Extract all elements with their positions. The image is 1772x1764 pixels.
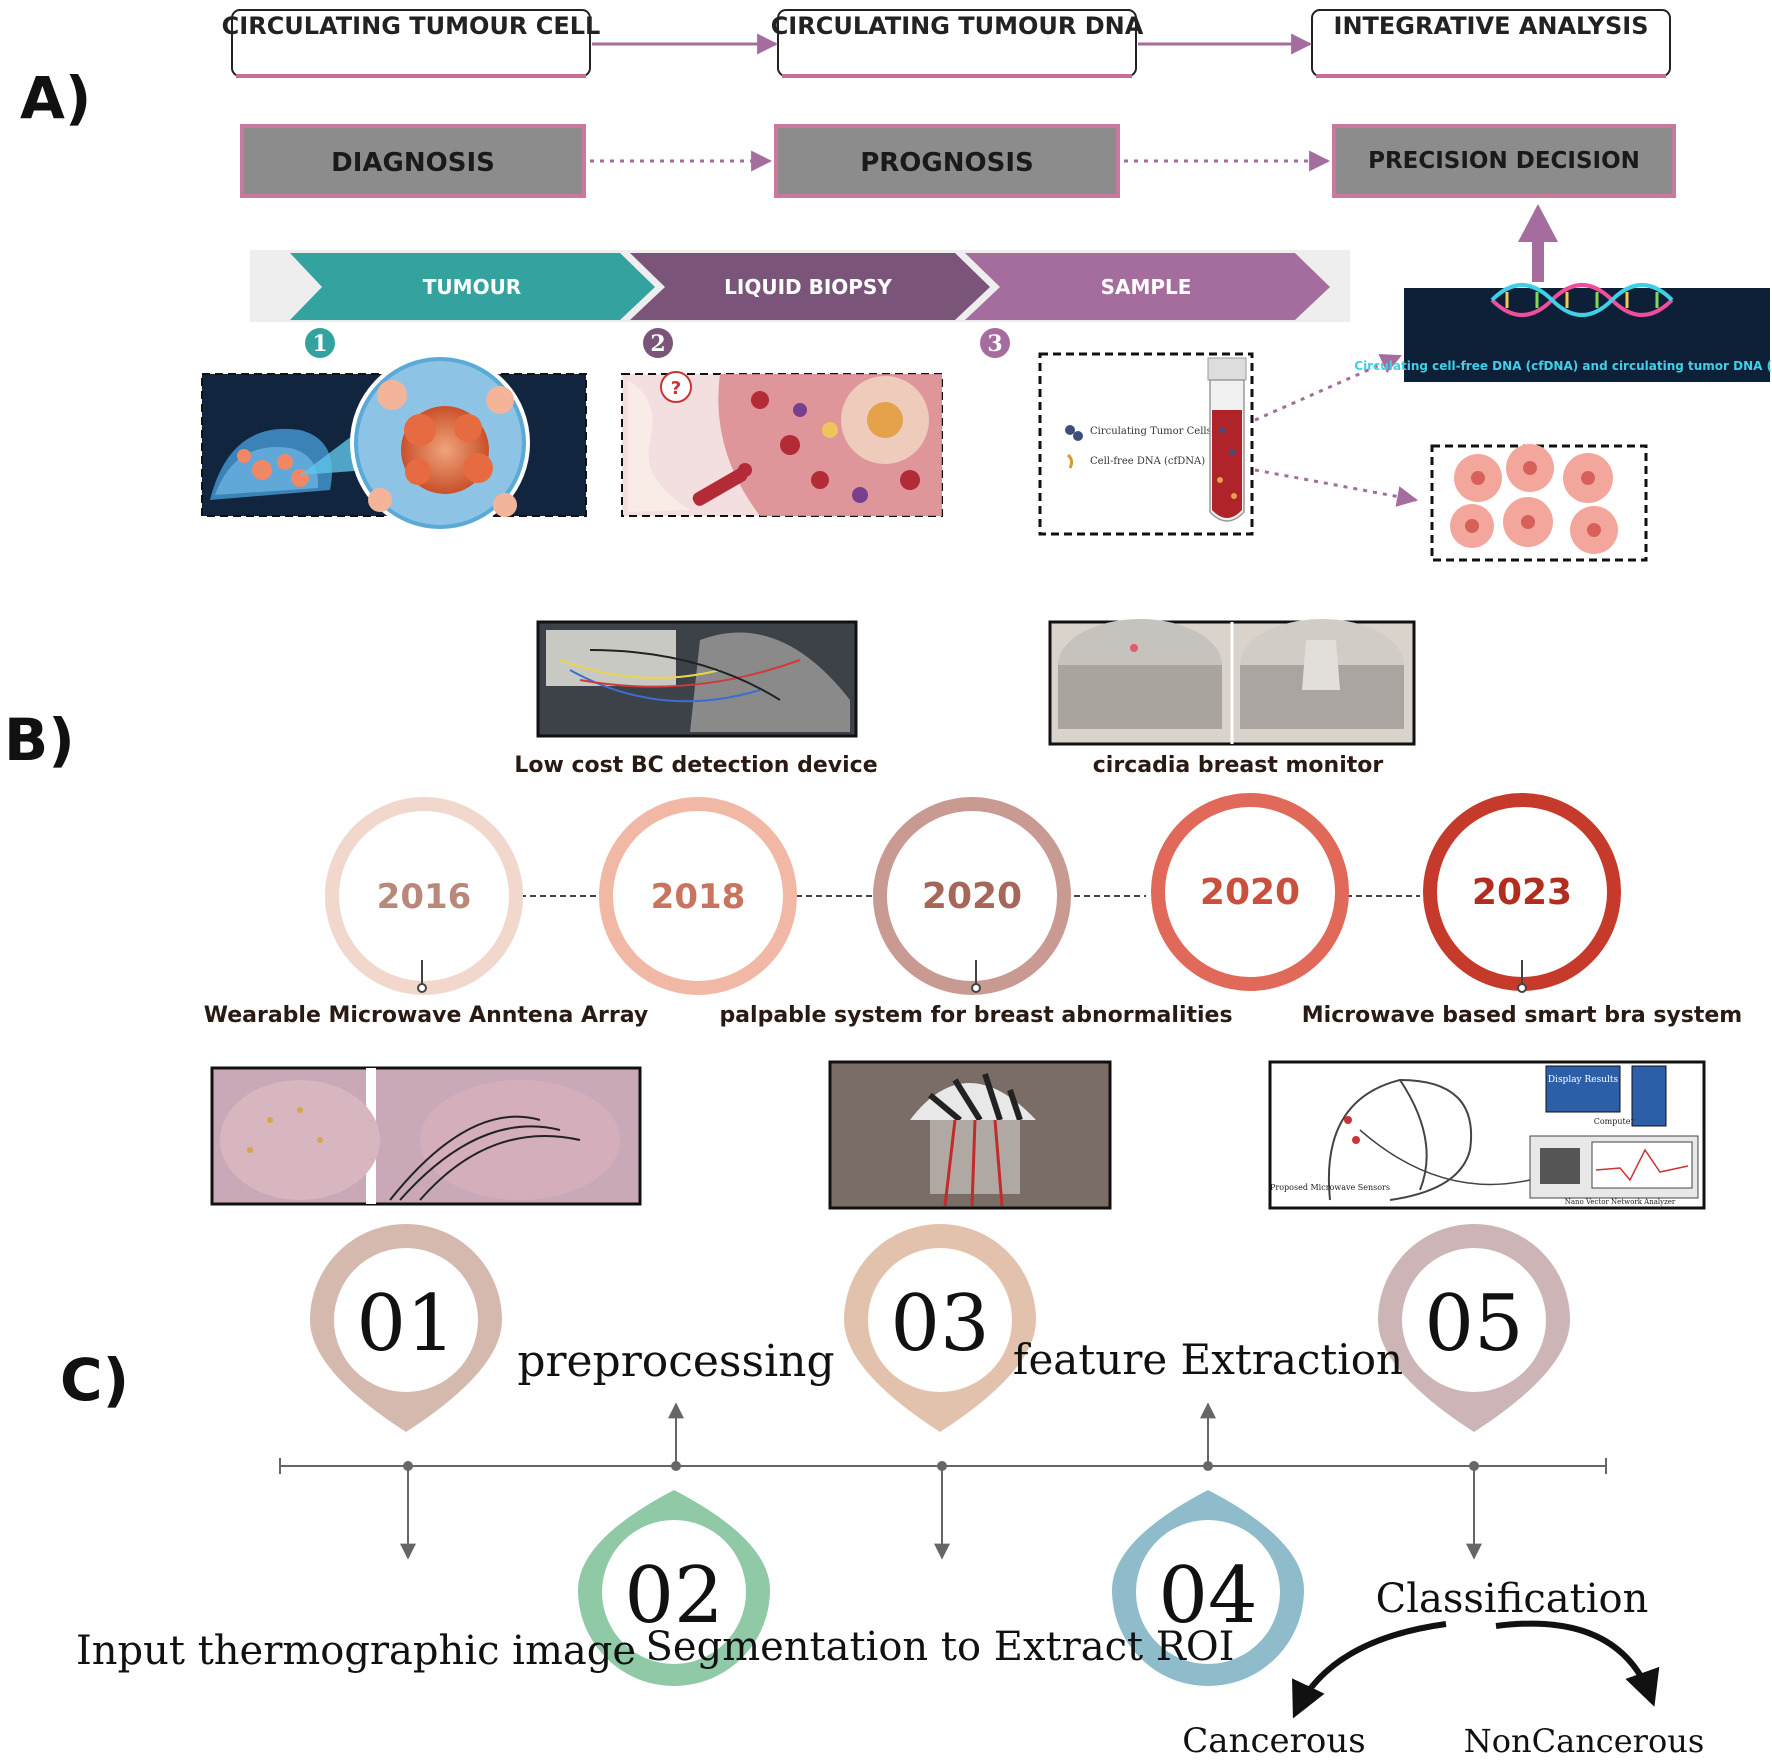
pin-01: 01 <box>310 1224 502 1432</box>
pin-01-number: 01 <box>356 1279 455 1369</box>
panel-a-label: A) <box>20 64 91 132</box>
pin-02-number: 02 <box>624 1551 723 1641</box>
cells-illustration <box>1430 444 1648 562</box>
question-mark-icon: ? <box>671 378 681 399</box>
arrow-to-cancerous <box>1292 1621 1447 1719</box>
top-box-ctdna-label: CIRCULATING TUMOUR DNA <box>771 12 1144 40</box>
up-arrow-precision <box>1518 204 1558 282</box>
label-palpable-system: palpable system for breast abnormalities <box>719 1003 1232 1028</box>
label-noncancerous: NonCancerous <box>1464 1722 1705 1760</box>
label-low-cost-device: Low cost BC detection device <box>514 753 877 778</box>
top-box-ctc-line1: CIRCULATING TUMOUR CELL <box>222 12 601 40</box>
photo-palpable-system <box>828 1060 1112 1210</box>
dna-caption: Circulating cell-free DNA (cfDNA) and ci… <box>1354 359 1772 373</box>
pin-04-number: 04 <box>1158 1551 1257 1641</box>
year-circle-2020b: 2020 <box>1151 793 1349 991</box>
chevron-liquid-biopsy-label: LIQUID BIOPSY <box>724 275 892 299</box>
photo-low-cost-device <box>536 620 858 738</box>
step-number-3: 3 <box>987 331 1002 357</box>
diagram-smart-bra: Display Results Computer Nano Vector Net… <box>1268 1060 1706 1210</box>
dotted-arrow-tube-to-dna <box>1254 354 1402 422</box>
pin-04: 04 <box>1112 1490 1304 1686</box>
label-input-image: Input thermographic image <box>76 1628 636 1674</box>
year-2023-text: 2023 <box>1472 872 1572 913</box>
label-computer: Computer <box>1594 1117 1635 1126</box>
legend-cfdna: Cell-free DNA (cfDNA) <box>1090 456 1205 467</box>
photo-circadia-monitor <box>1048 619 1416 746</box>
pin-03: 03 <box>844 1224 1036 1432</box>
year-circle-2018: 2018 <box>599 797 797 995</box>
label-display-results: Display Results <box>1548 1075 1619 1085</box>
label-vna: Nano Vector Network Analyzer <box>1565 1198 1676 1206</box>
chevron-sample-label: SAMPLE <box>1101 275 1192 299</box>
panel-b-label: B) <box>4 706 75 774</box>
pin-03-number: 03 <box>890 1279 989 1369</box>
grey-box-precision: PRECISION DECISION <box>1332 124 1676 198</box>
pin-02: 02 <box>578 1490 770 1686</box>
grey-box-precision-label: PRECISION DECISION <box>1368 148 1640 174</box>
liquid-biopsy-illustration: ? <box>621 371 943 517</box>
year-circle-2023: 2023 <box>1423 793 1621 991</box>
label-proposed-sensors: Proposed Microwave Sensors <box>1270 1183 1390 1192</box>
label-smart-bra: Microwave based smart bra system <box>1302 1003 1742 1028</box>
chevron-tumour-label: TUMOUR <box>423 275 521 299</box>
step-number-1: 1 <box>312 331 327 357</box>
label-wearable-array: Wearable Microwave Anntena Array <box>204 1003 649 1028</box>
label-preprocessing: preprocessing <box>517 1336 834 1387</box>
year-2020a-text: 2020 <box>922 876 1022 917</box>
chevron-tumour: TUMOUR <box>290 253 655 320</box>
pin-05-number: 05 <box>1424 1279 1523 1369</box>
dna-panel: Circulating cell-free DNA (cfDNA) and ci… <box>1354 283 1772 382</box>
top-box-ctdna: CIRCULATING TUMOUR DNA <box>771 9 1144 78</box>
chevron-liquid-biopsy: LIQUID BIOPSY <box>630 253 990 320</box>
panel-c-label: C) <box>60 1346 129 1414</box>
grey-box-prognosis-label: PROGNOSIS <box>860 148 1034 178</box>
label-segmentation: Segmentation to Extract ROI <box>646 1624 1235 1670</box>
legend-ctc: Circulating Tumor Cells <box>1090 426 1212 437</box>
grey-box-prognosis: PROGNOSIS <box>774 124 1120 198</box>
blood-sample-illustration: Circulating Tumor Cells Cell-free DNA (c… <box>1038 352 1254 536</box>
label-cancerous: Cancerous <box>1182 1721 1365 1761</box>
year-circle-2020a: 2020 <box>873 797 1071 995</box>
arrow-to-noncancerous <box>1495 1620 1660 1707</box>
year-2018-text: 2018 <box>651 877 746 917</box>
grey-box-diagnosis: DIAGNOSIS <box>240 124 586 198</box>
top-box-integrative: INTEGRATIVE ANALYSIS <box>1311 9 1671 78</box>
photo-wearable-array <box>210 1066 642 1206</box>
year-2016-text: 2016 <box>377 877 472 917</box>
tumour-illustration <box>201 353 587 533</box>
dotted-arrow-tube-to-cells <box>1254 468 1419 507</box>
label-classification: Classification <box>1376 1576 1649 1622</box>
top-box-integrative-label: INTEGRATIVE ANALYSIS <box>1334 12 1649 40</box>
label-feature-extraction: feature Extraction <box>1013 1335 1403 1384</box>
pin-05: 05 <box>1378 1224 1570 1432</box>
label-circadia-monitor: circadia breast monitor <box>1093 753 1384 778</box>
chevron-sample: SAMPLE <box>965 253 1330 320</box>
dna-helix-icon <box>1490 283 1674 317</box>
year-2020b-text: 2020 <box>1200 872 1300 913</box>
step-badge-3: 3 <box>980 328 1010 358</box>
grey-box-diagnosis-label: DIAGNOSIS <box>331 148 495 178</box>
top-box-ctc: CIRCULATING TUMOUR CELL <box>222 9 601 78</box>
step-number-2: 2 <box>650 331 665 357</box>
year-circle-2016: 2016 <box>325 797 523 995</box>
step-badge-2: 2 <box>643 328 673 358</box>
step-badge-1: 1 <box>305 328 335 358</box>
